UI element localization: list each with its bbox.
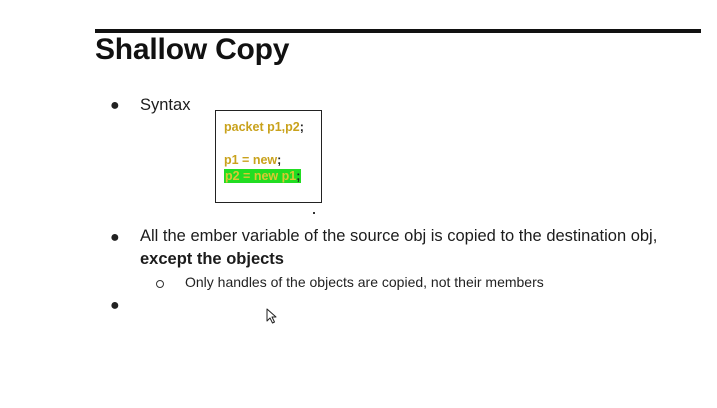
bullet-syntax-text: Syntax [140,96,191,114]
sub-bullet-marker [156,280,164,288]
code-semicolon: ; [299,120,304,134]
highlighted-code: p2 = new p1; [224,169,302,183]
code-text: p2 = new p1 [225,169,297,183]
sub-bullet-text: Only handles of the objects are copied, … [185,274,544,290]
code-line-3-highlighted: p2 = new p1; [224,169,302,183]
slide-title: Shallow Copy [95,33,290,66]
code-semicolon: ; [277,153,282,167]
code-text: packet p1,p2 [224,120,300,134]
title-rule [95,29,701,33]
mouse-pointer-icon [266,308,277,324]
bullet-marker: ● [110,297,120,314]
bullet-marker: ● [110,229,120,246]
bullet-marker: ● [110,97,120,114]
bullet-copy-text-line2: except the objects [140,250,284,268]
code-line-2: p1 = new; [224,153,281,167]
code-semicolon: ; [296,169,301,183]
code-box: packet p1,p2; p1 = new; p2 = new p1; [215,110,322,203]
code-line-1: packet p1,p2; [224,120,304,134]
bullet-copy-text-line1: All the ember variable of the source obj… [140,227,658,245]
stray-dot [313,212,315,214]
code-text: p1 = new [224,153,278,167]
